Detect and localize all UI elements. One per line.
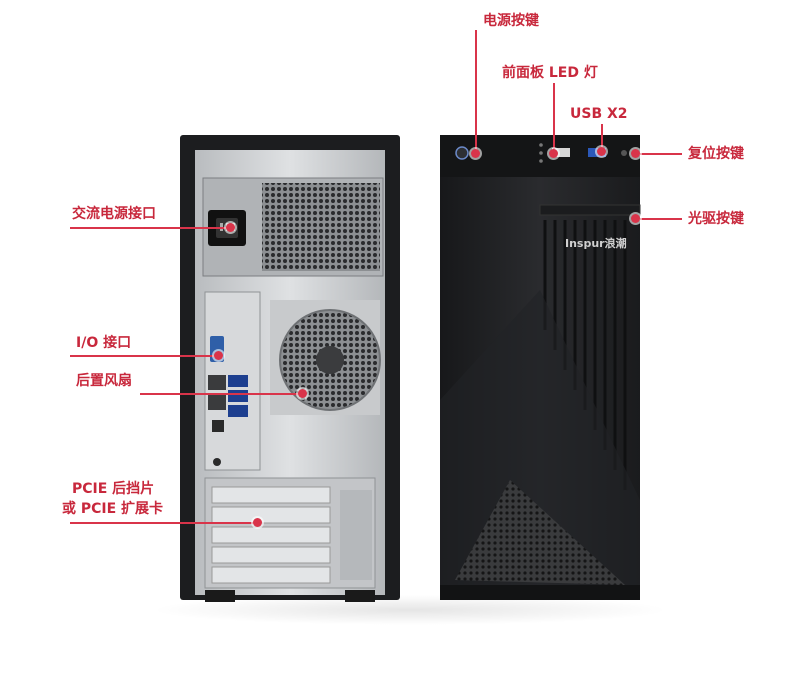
callout-dot-io [214, 351, 223, 360]
label-optical-drive-button: 光驱按键 [688, 211, 744, 227]
callout-line-usb [601, 124, 603, 152]
front-reset-button [621, 150, 627, 156]
psu-grille [262, 183, 380, 271]
callout-dot-pcie [253, 518, 262, 527]
label-power-button: 电源按键 [483, 13, 539, 29]
pcie-slot-3 [211, 526, 331, 544]
pcie-slot-4 [211, 546, 331, 564]
label-front-panel-led: 前面板 LED 灯 [502, 65, 598, 81]
front-led-3 [539, 159, 543, 163]
optical-drive-bay [539, 204, 641, 216]
serial-port [212, 420, 224, 432]
label-io-port: I/O 接口 [76, 335, 132, 351]
label-usb-x2: USB X2 [570, 106, 628, 122]
label-pcie-line1: PCIE 后挡片 [72, 481, 155, 497]
front-bottom-trim [440, 585, 640, 600]
pcie-slot-1 [211, 486, 331, 504]
rear-foot-right [345, 590, 375, 602]
callout-dot-power-button [471, 149, 480, 158]
label-rear-fan: 后置风扇 [76, 373, 132, 389]
callout-line-fan [140, 393, 300, 395]
usb-port-2 [228, 390, 248, 402]
lan-port-2 [208, 395, 226, 410]
audio-jack [213, 458, 221, 466]
callout-dot-fan [298, 389, 307, 398]
callout-dot-reset [631, 149, 640, 158]
label-reset-button: 复位按键 [688, 146, 744, 162]
front-led-1 [539, 143, 543, 147]
front-usb-port-1 [552, 148, 570, 157]
usb-port-3 [228, 405, 248, 417]
usb-port-1 [228, 375, 248, 387]
callout-line-optical [636, 218, 682, 220]
callout-dot-optical [631, 214, 640, 223]
callout-line-pcie [70, 522, 256, 524]
pcie-slot-5 [211, 566, 331, 584]
lan-port-1 [208, 375, 226, 390]
label-pcie-line2: 或 PCIE 扩展卡 [62, 501, 164, 517]
front-mesh [455, 480, 625, 585]
callout-line-power-button [475, 30, 477, 152]
front-power-button [455, 146, 469, 160]
front-led-2 [539, 151, 543, 155]
pcie-slot-2 [211, 506, 331, 524]
brand-logo: Inspur浪潮 [565, 236, 627, 250]
rear-foot-left [205, 590, 235, 602]
callout-dot-front-led [549, 149, 558, 158]
callout-line-io [70, 355, 218, 357]
callout-dot-ac-power [226, 223, 235, 232]
callout-line-ac-power [70, 227, 230, 229]
callout-line-reset [636, 153, 682, 155]
callout-dot-usb [597, 147, 606, 156]
label-ac-power-port: 交流电源接口 [72, 206, 156, 222]
callout-line-front-led [553, 83, 555, 153]
front-top-strip [440, 135, 640, 177]
